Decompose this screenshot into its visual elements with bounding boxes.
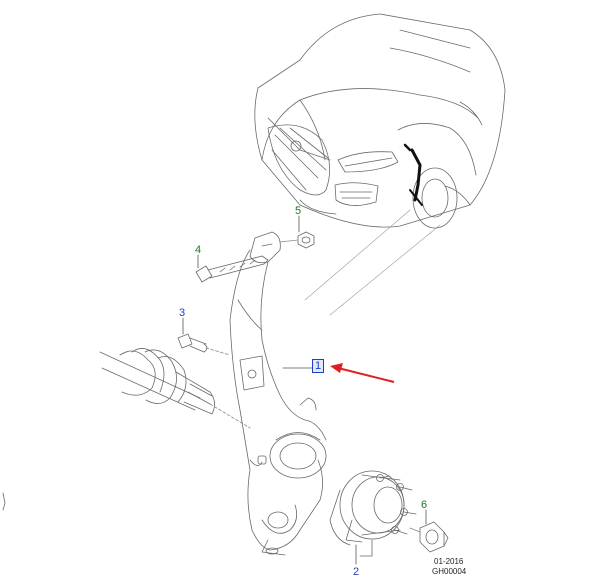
callout-3: 3 <box>179 307 186 319</box>
wheel-hub-bearing <box>329 470 417 557</box>
pointer-arrow <box>330 363 395 383</box>
vehicle-front-illustration <box>254 13 506 229</box>
callout-6: 6 <box>421 499 428 511</box>
bolt-lower <box>177 333 231 356</box>
hub-nut <box>409 521 449 553</box>
callout-2: 2 <box>353 566 360 578</box>
callout-1: 1 <box>311 359 325 373</box>
callout-4: 4 <box>195 244 202 256</box>
drive-shaft <box>99 348 251 429</box>
reference-code: GH00004 <box>432 567 467 576</box>
nut-upper <box>279 231 315 249</box>
reference-date: 01-2016 <box>434 557 464 566</box>
bolt-upper <box>195 255 269 283</box>
callout-5: 5 <box>295 205 302 217</box>
steering-knuckle <box>229 231 327 556</box>
